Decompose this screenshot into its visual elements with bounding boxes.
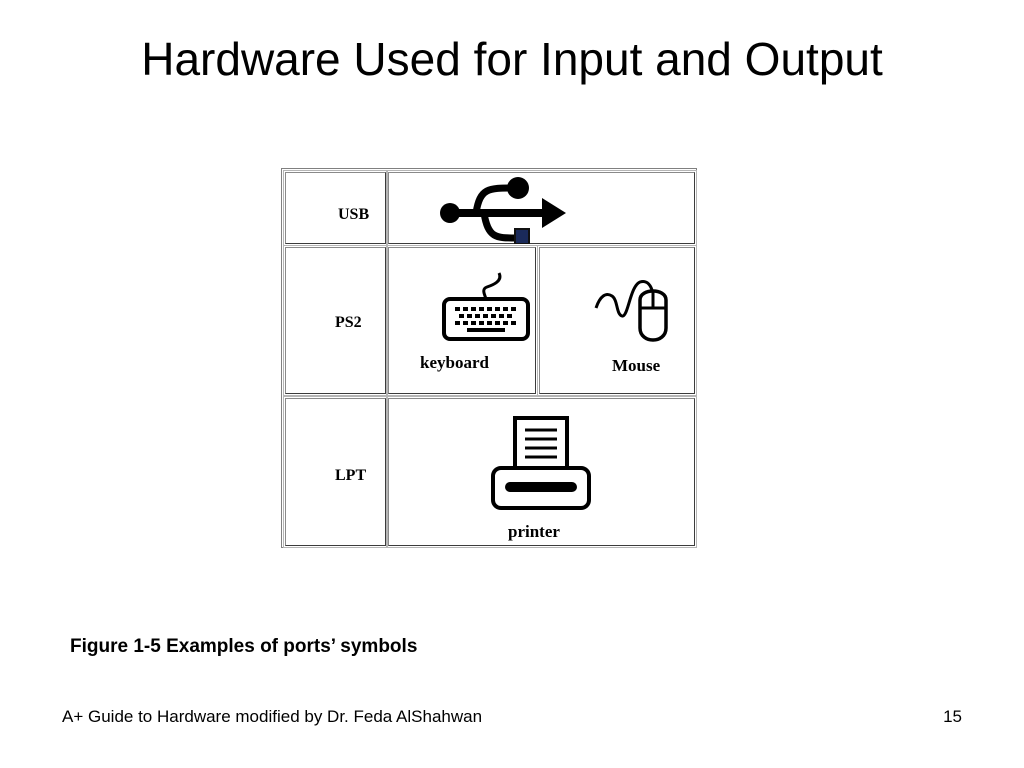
port-cell-usb: USB — [283, 170, 388, 246]
mouse-icon — [592, 266, 678, 352]
device-label-printer: printer — [508, 522, 560, 541]
device-label-keyboard: keyboard — [420, 353, 489, 372]
port-label-lpt: LPT — [335, 467, 367, 484]
device-label-mouse: Mouse — [612, 356, 661, 375]
slide-title: Hardware Used for Input and Output — [141, 33, 883, 85]
page-number: 15 — [943, 707, 962, 726]
device-cell-mouse: Mouse — [537, 245, 697, 396]
usb-icon — [436, 176, 570, 244]
figure-caption: Figure 1-5 Examples of ports’ symbols — [70, 636, 418, 657]
port-label-usb: USB — [338, 206, 370, 223]
port-cell-ps2: PS2 — [283, 245, 388, 396]
keyboard-icon — [441, 271, 531, 343]
footer-text: A+ Guide to Hardware modified by Dr. Fed… — [62, 707, 483, 726]
device-cell-printer: printer — [386, 396, 697, 548]
ports-table: USB PS2 — [281, 168, 697, 548]
device-cell-keyboard: keyboard — [386, 245, 538, 396]
device-cell-usb — [386, 170, 697, 246]
printer-icon — [487, 402, 595, 520]
port-label-ps2: PS2 — [335, 314, 362, 331]
port-cell-lpt: LPT — [283, 396, 388, 548]
